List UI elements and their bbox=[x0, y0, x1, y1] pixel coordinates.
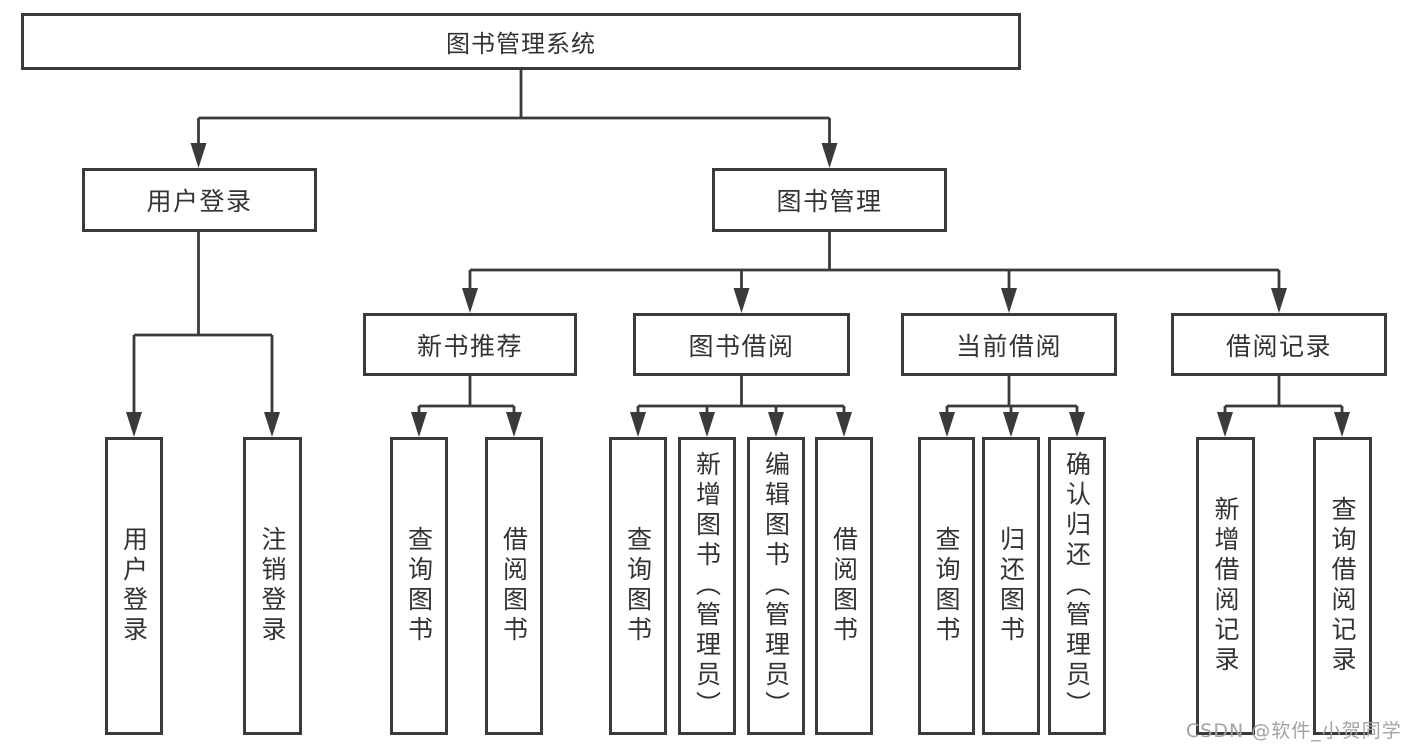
leaf-add-borrow-record: 新增借阅记录 bbox=[1196, 437, 1255, 735]
node-label: 图书借阅 bbox=[688, 331, 795, 361]
node-new-book-recommend: 新书推荐 bbox=[363, 313, 577, 376]
leaf-label: 归还图书 bbox=[996, 526, 1026, 646]
root-node-label: 图书管理系统 bbox=[446, 30, 596, 58]
leaf-return-books: 归还图书 bbox=[982, 437, 1040, 735]
arrowheads bbox=[126, 143, 1350, 437]
leaf-label: 注销登录 bbox=[258, 526, 287, 646]
node-label: 借阅记录 bbox=[1225, 331, 1332, 361]
leaf-query-books-current: 查询图书 bbox=[918, 437, 975, 735]
csdn-watermark: CSDN @软件_小贺同学 bbox=[1186, 720, 1402, 742]
leaf-label: 查询借阅记录 bbox=[1328, 496, 1357, 676]
leaf-label: 新增借阅记录 bbox=[1211, 496, 1240, 676]
leaf-label: 用户登录 bbox=[119, 526, 149, 646]
node-label: 新书推荐 bbox=[416, 331, 523, 361]
leaf-label: 查询图书 bbox=[623, 526, 653, 646]
node-user-login: 用户登录 bbox=[82, 168, 317, 232]
leaf-confirm-return-admin: 确认归还（管理员） bbox=[1048, 437, 1106, 735]
leaf-query-borrow-record: 查询借阅记录 bbox=[1313, 437, 1372, 735]
leaf-add-books-admin: 新增图书（管理员） bbox=[678, 437, 736, 735]
leaf-user-login: 用户登录 bbox=[105, 437, 163, 735]
leaf-label: 查询图书 bbox=[404, 526, 434, 646]
leaf-label: 新增图书（管理员） bbox=[692, 451, 722, 721]
node-current-borrow: 当前借阅 bbox=[901, 313, 1117, 376]
node-label: 图书管理 bbox=[776, 187, 883, 216]
leaf-label: 确认归还（管理员） bbox=[1062, 451, 1092, 721]
leaf-label: 借阅图书 bbox=[829, 526, 859, 646]
leaf-query-books: 查询图书 bbox=[609, 437, 667, 735]
leaf-borrow-books-recommend: 借阅图书 bbox=[485, 437, 543, 735]
node-label: 当前借阅 bbox=[955, 331, 1062, 361]
node-book-management: 图书管理 bbox=[712, 168, 947, 232]
leaf-logout: 注销登录 bbox=[243, 437, 302, 735]
leaf-label: 借阅图书 bbox=[499, 526, 529, 646]
root-node: 图书管理系统 bbox=[21, 13, 1021, 70]
leaf-edit-books-admin: 编辑图书（管理员） bbox=[747, 437, 805, 735]
leaf-label: 编辑图书（管理员） bbox=[761, 451, 791, 721]
node-label: 用户登录 bbox=[146, 187, 253, 216]
leaf-query-books-recommend: 查询图书 bbox=[390, 437, 448, 735]
node-borrow-records: 借阅记录 bbox=[1171, 313, 1387, 376]
node-book-borrow: 图书借阅 bbox=[633, 313, 850, 376]
connector-paths bbox=[132, 70, 1344, 415]
leaf-borrow-books: 借阅图书 bbox=[815, 437, 873, 735]
leaf-label: 查询图书 bbox=[932, 526, 961, 646]
